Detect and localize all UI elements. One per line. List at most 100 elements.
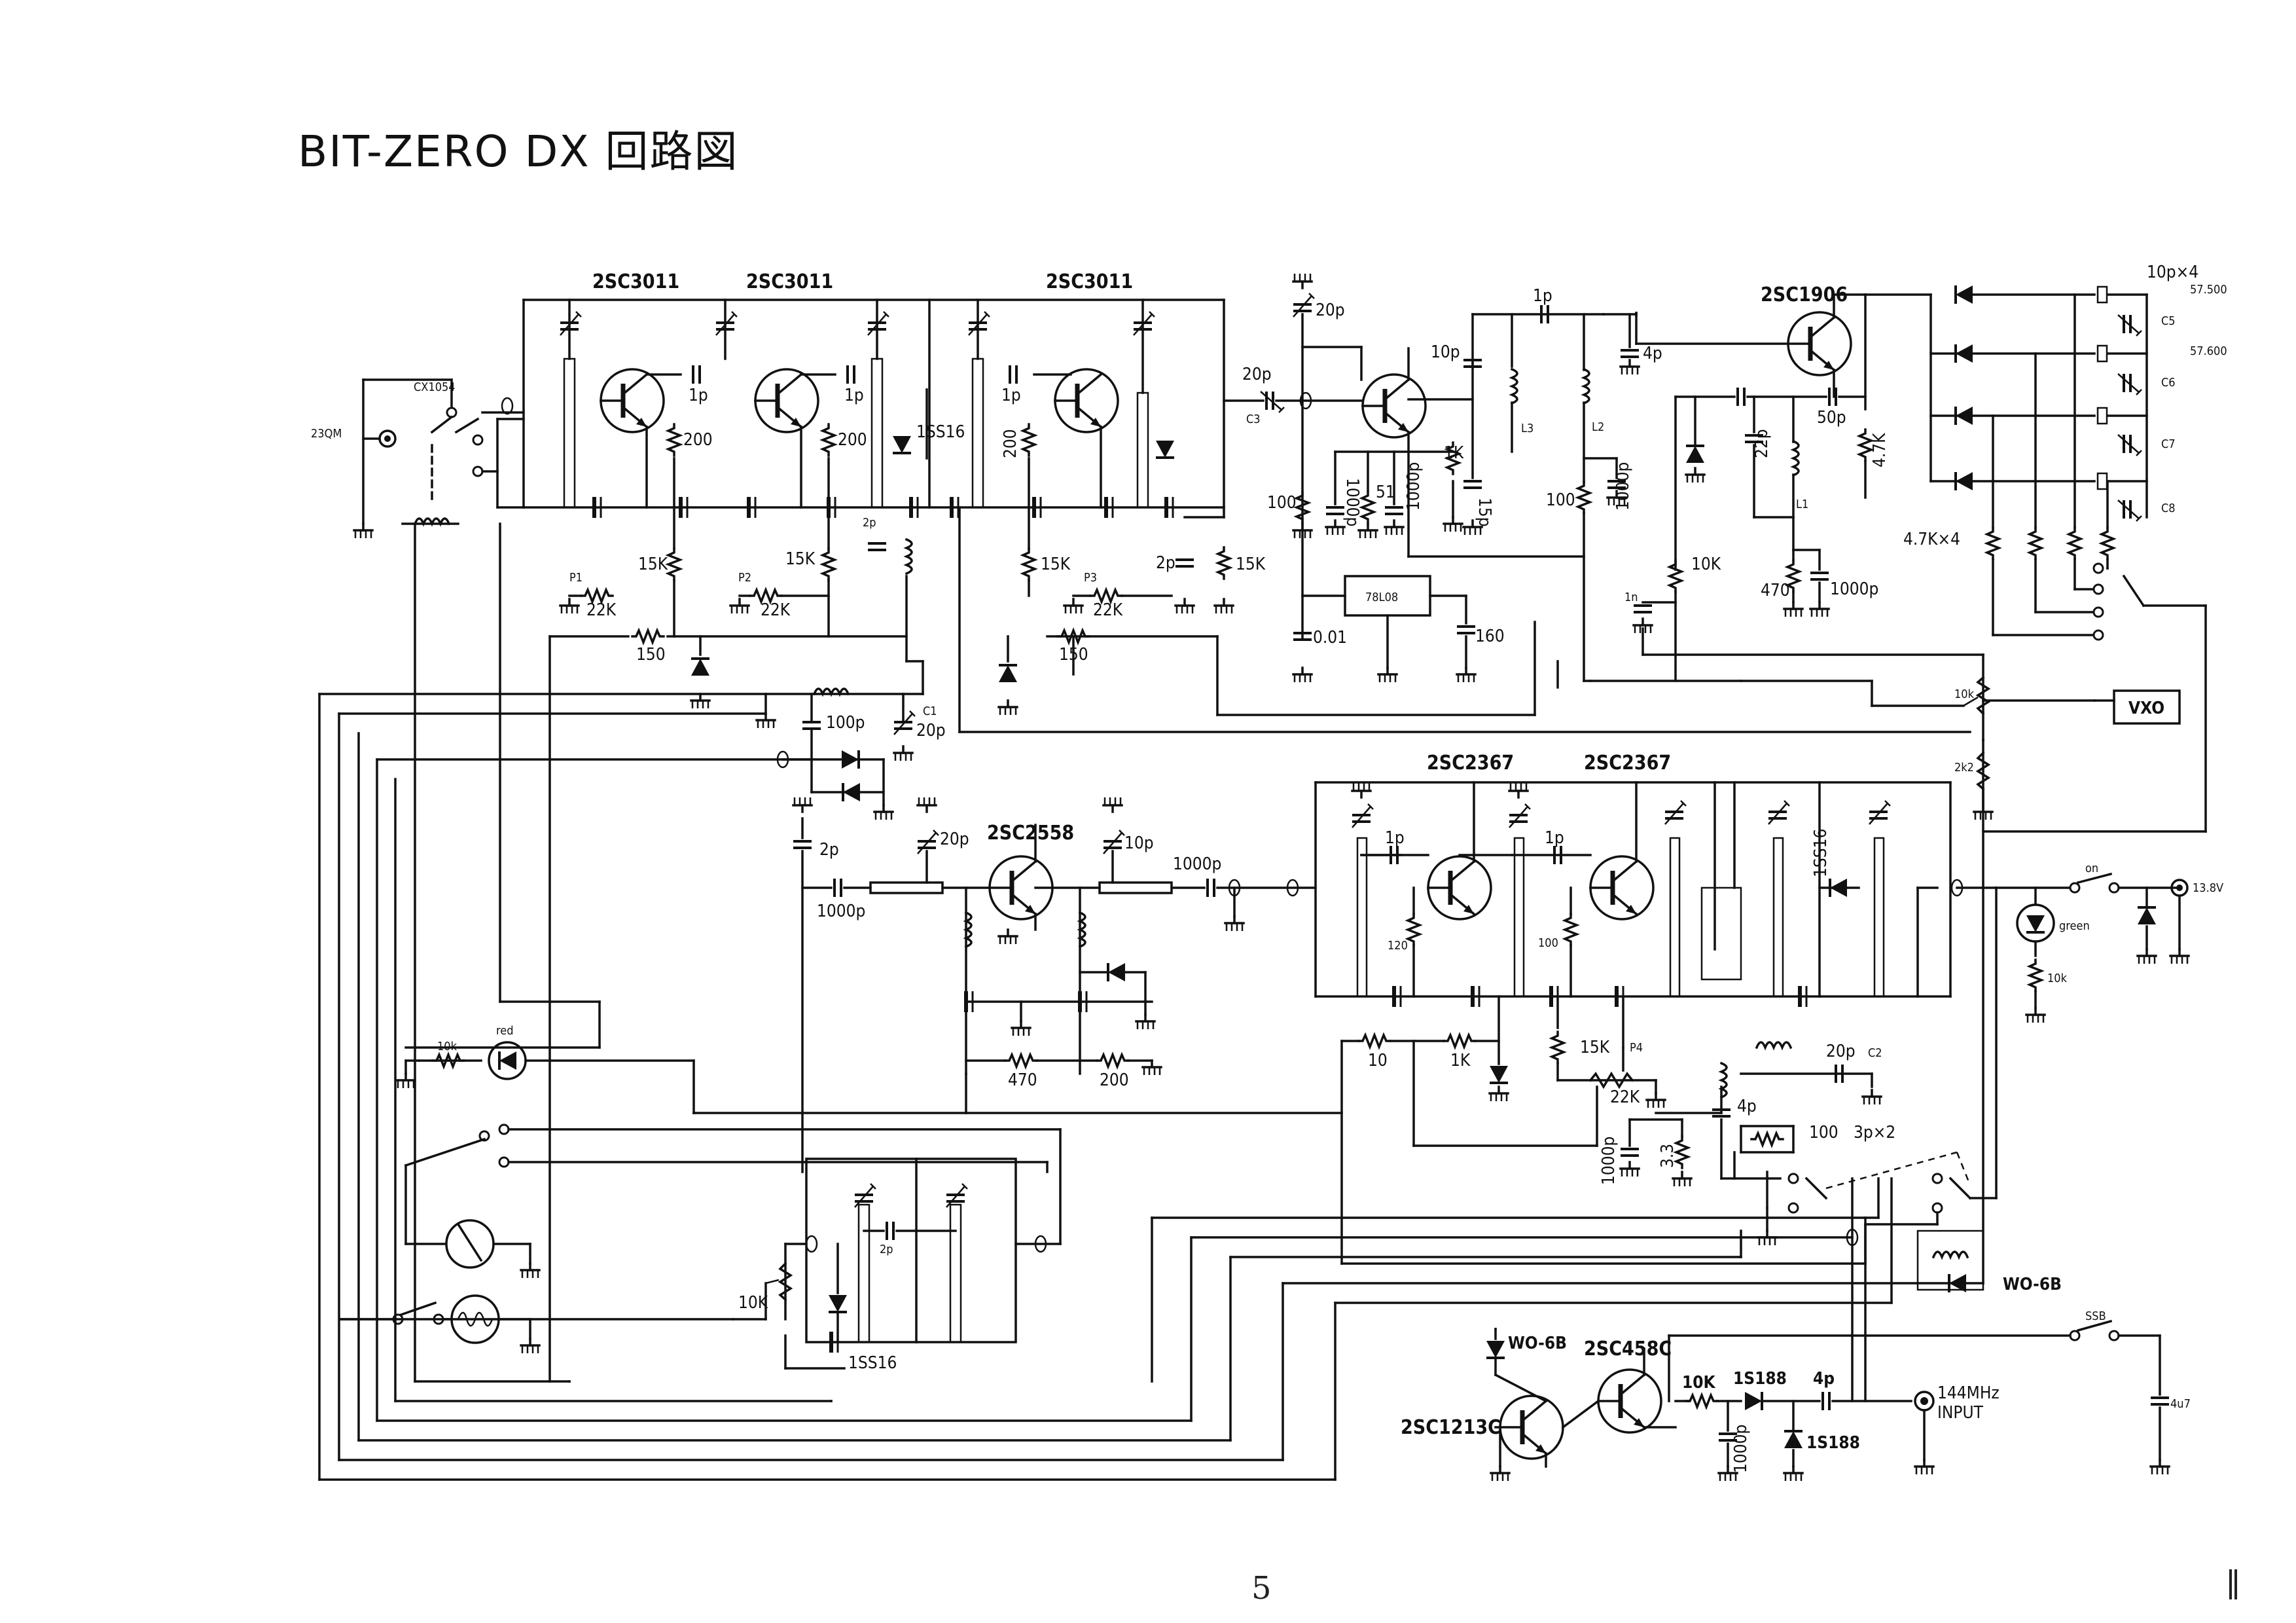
- label-c-2p-c: 2p: [819, 840, 839, 860]
- label-l1: L1: [1796, 498, 1808, 511]
- label-p1: P1: [569, 571, 583, 585]
- label-c-50p: 50p: [1817, 408, 1846, 428]
- margin-mark: [2229, 1569, 2237, 1599]
- label-c-20p-e: 20p: [1826, 1042, 1856, 1061]
- label-c-1000p-f: 1000p: [817, 902, 865, 921]
- label-r-200-a: 200: [683, 430, 713, 450]
- label-c-1000p-e: 1000p: [1173, 854, 1221, 874]
- label-wo6b-b: WO-6B: [1508, 1334, 1567, 1353]
- label-c-1000p-a: 1000p: [1342, 478, 1362, 526]
- label-diode-1ss16-c: 1SS16: [848, 1353, 897, 1373]
- label-r-1k-a: 1K: [1444, 443, 1464, 463]
- label-r-47k: 4.7K: [1870, 433, 1890, 467]
- label-c-1p-a: 1p: [689, 386, 708, 405]
- label-c-2p-b: 2p: [1156, 553, 1175, 573]
- label-antenna: 23QM: [311, 427, 342, 441]
- label-r-200-b: 200: [838, 430, 867, 450]
- label-p4: P4: [1630, 1041, 1643, 1055]
- label-led-red: red: [496, 1024, 514, 1038]
- label-voltage-138: 13.8V: [2193, 881, 2223, 895]
- label-r-10k-a: 10K: [1691, 555, 1721, 574]
- label-2sc2367-b: 2SC2367: [1584, 752, 1671, 775]
- label-r-1k-b: 1K: [1450, 1051, 1471, 1070]
- label-r-200-c: 200: [1001, 429, 1020, 458]
- label-r-15k-c: 15K: [1041, 555, 1071, 574]
- label-r-15k-b: 15K: [785, 549, 816, 569]
- label-c-20p-c1: 20p: [916, 721, 946, 740]
- label-c-1p-osc: 1p: [1533, 286, 1552, 306]
- label-c-4p-c: 4p: [1813, 1369, 1835, 1389]
- label-c1: C1: [923, 704, 937, 718]
- label-led-green: green: [2059, 919, 2090, 933]
- label-2sc1213c: 2SC1213C: [1401, 1416, 1501, 1439]
- label-c-2p-d: 2p: [880, 1243, 893, 1256]
- label-c-15p: 15p: [1475, 498, 1494, 527]
- label-vr-22k-a: 22K: [586, 600, 617, 620]
- label-c-10p-b: 10p: [1124, 833, 1154, 853]
- mid-rf-section: [792, 739, 1998, 1402]
- label-input: INPUT: [1937, 1403, 1984, 1423]
- label-2sc3011-a: 2SC3011: [592, 270, 679, 293]
- label-reg-78l08: 78L08: [1365, 591, 1398, 604]
- label-switch-on: on: [2085, 862, 2098, 875]
- label-c-001: 0.01: [1313, 628, 1347, 647]
- page-title: BIT-ZERO DX 回路図: [298, 126, 739, 177]
- input-detector-section: [1485, 1216, 1935, 1482]
- label-p2: P2: [738, 571, 751, 585]
- label-vxo: VXO: [2128, 699, 2164, 718]
- label-c-1000p-b: 1000p: [1404, 462, 1424, 511]
- label-c-1p-c: 1p: [1001, 386, 1021, 405]
- label-c-1p-e: 1p: [1545, 828, 1564, 848]
- label-r-51: 51: [1376, 483, 1395, 502]
- label-xtal-cap: 10p×4: [2147, 263, 2198, 282]
- label-c-1000p-h: 1000p: [1731, 1425, 1751, 1473]
- label-r-10k-green: 10k: [2047, 972, 2068, 985]
- label-c-20p-in: 20p: [1242, 365, 1272, 384]
- component-labels: 2SC3011 2SC3011 2SC3011 2SC1906 2SC2558 …: [592, 270, 1848, 1439]
- label-2sc1906: 2SC1906: [1761, 283, 1848, 306]
- label-r-100-c: 100: [1538, 936, 1558, 950]
- label-l2: L2: [1592, 420, 1604, 434]
- label-l3: L3: [1521, 422, 1534, 435]
- label-c2: C2: [1868, 1046, 1882, 1060]
- label-vr-22k-d: 22K: [1610, 1087, 1640, 1107]
- label-c-1000p-g: 1000p: [1599, 1137, 1619, 1185]
- label-r-10k-b: 10K: [738, 1293, 768, 1313]
- label-2sc3011-b: 2SC3011: [746, 270, 833, 293]
- label-c5: C5: [2161, 314, 2176, 328]
- label-c-10p: 10p: [1431, 342, 1460, 362]
- oscillator-vxo-section: [1223, 272, 2207, 833]
- label-2sc458c: 2SC458C: [1584, 1338, 1672, 1360]
- label-2sc2558: 2SC2558: [987, 822, 1074, 845]
- label-r-100-b: 100: [1546, 490, 1575, 510]
- label-r-33: 3.3: [1658, 1144, 1677, 1168]
- label-diode-1s188-a: 1S188: [1733, 1369, 1787, 1389]
- label-r-100-d: 100: [1809, 1123, 1839, 1142]
- label-c-2p-a: 2p: [863, 516, 876, 530]
- label-diode-1ss16-b: 1SS16: [1811, 829, 1831, 877]
- label-p3: P3: [1084, 571, 1097, 585]
- label-f-57500: 57.500: [2190, 283, 2227, 297]
- label-r-15k-e: 15K: [1580, 1038, 1610, 1057]
- label-r-15k-a: 15K: [638, 555, 668, 574]
- label-c3: C3: [1246, 412, 1261, 426]
- label-r-200-d: 200: [1100, 1070, 1129, 1090]
- label-r-150-b: 150: [1059, 645, 1088, 665]
- label-c-4u7: 4u7: [2170, 1397, 2191, 1411]
- label-c-3p-x2: 3p×2: [1854, 1123, 1895, 1142]
- label-f-57600: 57.600: [2190, 344, 2227, 358]
- label-c-20p-vxo: 20p: [1316, 301, 1345, 320]
- label-c-1000p-d: 1000p: [1830, 579, 1878, 599]
- label-input-144: 144MHz: [1937, 1383, 2000, 1403]
- label-r-15k-d: 15K: [1236, 555, 1266, 574]
- label-r-150-a: 150: [636, 645, 666, 665]
- label-r-470-a: 470: [1761, 581, 1790, 600]
- label-diode-1s188-b: 1S188: [1806, 1433, 1860, 1453]
- label-diode-1ss16-a: 1SS16: [916, 422, 965, 442]
- label-c-4p-b: 4p: [1737, 1097, 1757, 1116]
- label-r-100-a: 100: [1267, 493, 1297, 513]
- label-2sc2367-a: 2SC2367: [1427, 752, 1514, 775]
- label-c-22p: 22p: [1752, 429, 1772, 458]
